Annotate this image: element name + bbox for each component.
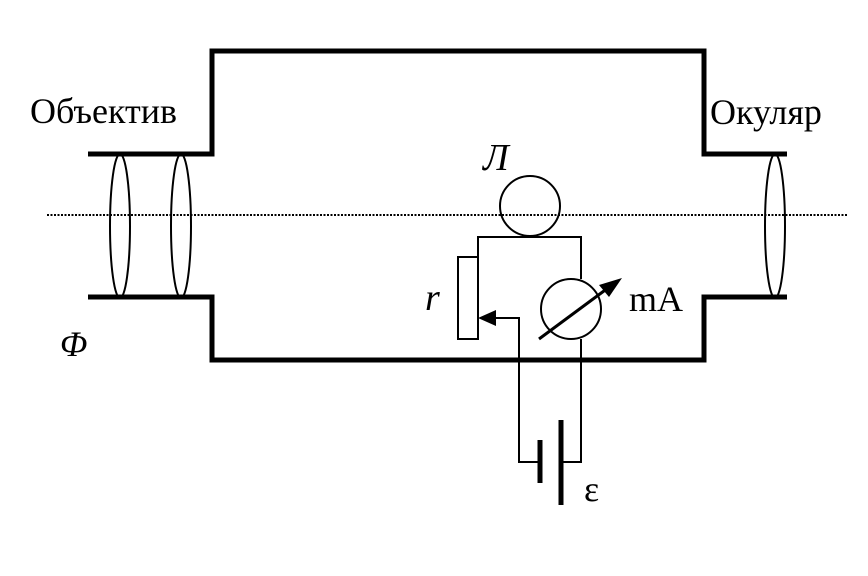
objective-lens-2 xyxy=(170,153,192,299)
tube-top-outline xyxy=(88,48,787,157)
circuit-wires xyxy=(477,236,582,463)
wire-lamp-loop xyxy=(477,236,582,279)
resistor-label: r xyxy=(425,277,440,319)
lamp-circle xyxy=(499,175,561,237)
filter-label: Φ xyxy=(60,324,87,364)
eyepiece-label: Окуляр xyxy=(710,92,822,132)
lenses xyxy=(109,153,786,299)
tube-body xyxy=(88,48,787,363)
wire-meter-to-battery xyxy=(561,339,582,463)
resistor-body xyxy=(457,256,479,340)
milliammeter-needle xyxy=(538,283,613,341)
resistor-slider-arrow xyxy=(478,310,496,326)
lamp-label: Л xyxy=(482,137,511,179)
tube-bottom-outline xyxy=(88,294,787,363)
milliammeter-circle xyxy=(540,278,602,340)
objective-lens-1 xyxy=(109,153,131,299)
eyepiece-lens xyxy=(764,153,786,299)
milliammeter-arrow-head xyxy=(599,278,622,297)
milliammeter-label: mA xyxy=(629,279,683,319)
wire-slider-to-battery xyxy=(492,317,540,463)
objective-label: Объектив xyxy=(30,91,177,131)
emf-label: ε xyxy=(584,469,599,509)
